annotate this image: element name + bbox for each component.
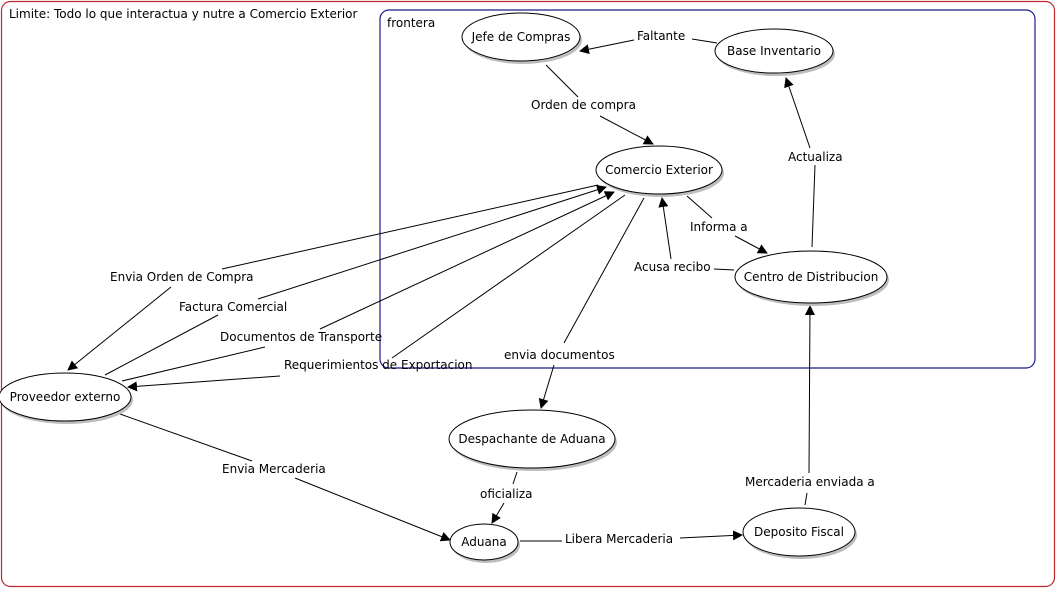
link-label-envia-mercaderia: Envia Mercaderia (222, 462, 326, 476)
node-label: Proveedor externo (10, 390, 121, 404)
link-label-informa: Informa a (690, 220, 748, 234)
edge-requerimientos-a (391, 194, 626, 359)
node-label: Despachante de Aduana (458, 432, 605, 446)
node-label: Base Inventario (727, 44, 821, 58)
edge-envia-mercaderia-b (294, 477, 451, 542)
node-comercio-exterior[interactable]: Comercio Exterior (595, 145, 724, 197)
link-label-mercaderia-enviada: Mercaderia enviada a (745, 475, 875, 489)
node-base-inventario[interactable]: Base Inventario (714, 28, 835, 76)
link-label-envia-orden: Envia Orden de Compra (110, 270, 254, 284)
edges (67, 38, 816, 542)
node-label: Aduana (461, 535, 507, 549)
edge-envia-orden-a (221, 184, 599, 270)
node-ellipse (449, 523, 519, 561)
edge-oficializa-b (491, 502, 505, 524)
edge-envia-documentos-b (538, 364, 555, 409)
link-label-faltante: Faltante (637, 29, 685, 43)
edge-libera-b (679, 530, 743, 541)
edge-informa-a (686, 195, 713, 219)
edge-documentos-b (319, 191, 615, 330)
edge-factura-a (104, 314, 219, 376)
node-label: Jefe de Compras (471, 30, 571, 44)
node-ellipse (742, 507, 856, 557)
link-label-libera-mercaderia: Libera Mercaderia (565, 532, 673, 546)
edge-orden-compra-b (599, 115, 654, 145)
edge-requerimientos-b (127, 375, 281, 392)
node-ellipse (714, 28, 834, 74)
edge-faltante-a (691, 38, 718, 44)
inner-boundary-label: frontera (387, 16, 435, 30)
link-label-requerimientos: Requerimientos de Exportacion (284, 358, 473, 372)
outer-boundary-label: Limite: Todo lo que interactua y nutre a… (9, 7, 357, 21)
link-label-documentos-transporte: Documentos de Transporte (220, 330, 382, 344)
edge-acusa-b (658, 197, 672, 260)
link-label-envia-documentos: envia documentos (504, 348, 615, 362)
edge-envia-documentos-a (563, 197, 645, 344)
edge-orden-compra-a (545, 64, 579, 98)
link-label-factura: Factura Comercial (179, 300, 287, 314)
link-label-orden-compra: Orden de compra (531, 98, 636, 112)
link-label-actualiza: Actualiza (788, 150, 843, 164)
inner-boundary (379, 9, 1036, 369)
node-label: Comercio Exterior (605, 163, 713, 177)
edge-actualiza-b (784, 77, 811, 149)
link-labels: Faltante Orden de compra Actualiza Infor… (110, 29, 875, 546)
node-centro-distribucion[interactable]: Centro de Distribucion (734, 250, 889, 306)
edge-faltante-b (579, 39, 635, 55)
edge-oficializa-a (512, 471, 518, 485)
edge-mercaderia-enviada-b (804, 305, 815, 474)
node-ellipse (0, 372, 132, 422)
edge-informa-b (734, 235, 768, 254)
node-label: Centro de Distribucion (744, 270, 879, 284)
edge-actualiza-a (811, 164, 816, 248)
node-label: Deposito Fiscal (754, 525, 844, 539)
edge-factura-b (257, 184, 607, 300)
node-ellipse (461, 12, 581, 62)
edge-envia-orden-b (67, 286, 172, 371)
link-label-oficializa: oficializa (480, 487, 533, 501)
edge-mercaderia-enviada-a (804, 492, 808, 506)
node-proveedor-externo[interactable]: Proveedor externo (0, 372, 133, 424)
node-despachante-aduana[interactable]: Despachante de Aduana (448, 409, 617, 471)
node-ellipse (734, 250, 888, 304)
link-label-acusa-recibo: Acusa recibo (634, 260, 711, 274)
edge-documentos-a (121, 346, 266, 382)
node-ellipse (448, 409, 616, 469)
node-jefe-compras[interactable]: Jefe de Compras (461, 12, 582, 64)
edge-envia-mercaderia-a (119, 413, 253, 462)
node-ellipse (595, 145, 723, 195)
node-deposito-fiscal[interactable]: Deposito Fiscal (742, 507, 857, 559)
node-aduana[interactable]: Aduana (449, 523, 520, 563)
edge-acusa-a (713, 268, 735, 271)
